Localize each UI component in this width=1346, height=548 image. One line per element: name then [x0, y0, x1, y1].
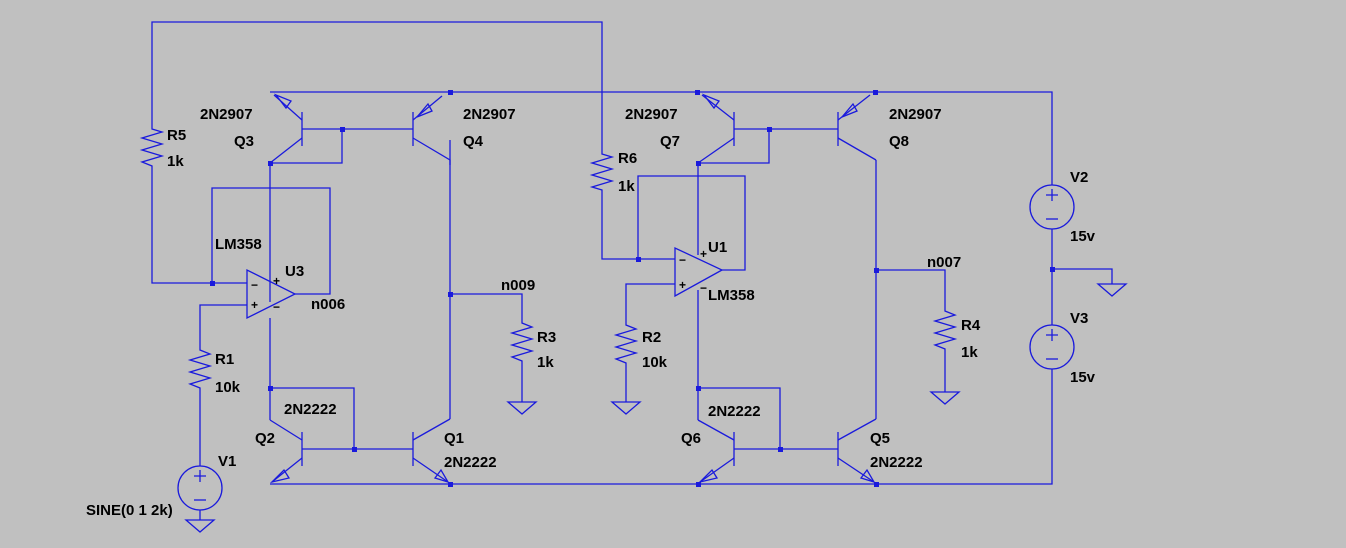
- q8-name-label: Q8: [889, 133, 909, 150]
- u1-plus-sign: +: [679, 278, 686, 292]
- q1-model-label: 2N2222: [444, 454, 497, 471]
- resistor-r4: [932, 306, 958, 362]
- u3-name-label: U3: [285, 263, 304, 280]
- q5-model-label: 2N2222: [870, 454, 923, 471]
- q6-name-label: Q6: [681, 430, 701, 447]
- r1-name-label: R1: [215, 351, 234, 368]
- v1-name-label: V1: [218, 453, 236, 470]
- u3-supply-plus: +: [273, 274, 280, 288]
- u1-model-label: LM358: [708, 287, 755, 304]
- transistor-q5: [837, 418, 877, 484]
- r4-value-label: 1k: [961, 344, 978, 361]
- r1-value-label: 10k: [215, 379, 241, 396]
- r2-value-label: 10k: [642, 354, 668, 371]
- net-label-n009: n009: [501, 277, 535, 294]
- v3-value-label: 15v: [1070, 369, 1096, 386]
- q4-name-label: Q4: [463, 133, 484, 150]
- resistor-r5: [139, 125, 165, 172]
- q4-model-label: 2N2907: [463, 106, 516, 123]
- voltage-source-v2: [1029, 184, 1075, 230]
- q7-name-label: Q7: [660, 133, 680, 150]
- v3-name-label: V3: [1070, 310, 1088, 327]
- transistor-q2: [269, 419, 303, 484]
- transistor-q6: [697, 419, 735, 484]
- transistor-q7: [697, 93, 735, 164]
- transistor-q1: [412, 418, 451, 484]
- r6-name-label: R6: [618, 150, 637, 167]
- resistor-r1: [187, 345, 213, 398]
- transistor-q3: [269, 93, 303, 164]
- transistor-q4: [412, 95, 451, 165]
- transistor-q8: [837, 94, 877, 161]
- u1-minus-sign: −: [679, 253, 686, 267]
- wires: [151, 21, 1113, 485]
- q6-model-label: 2N2222: [708, 403, 761, 420]
- resistor-r6: [589, 150, 615, 194]
- q1-name-label: Q1: [444, 430, 464, 447]
- q5-name-label: Q5: [870, 430, 890, 447]
- q3-model-label: 2N2907: [200, 106, 253, 123]
- u3-minus-sign: −: [251, 278, 258, 292]
- q2-name-label: Q2: [255, 430, 275, 447]
- u1-name-label: U1: [708, 239, 727, 256]
- v2-name-label: V2: [1070, 169, 1088, 186]
- q8-model-label: 2N2907: [889, 106, 942, 123]
- r5-name-label: R5: [167, 127, 186, 144]
- resistor-r3: [509, 318, 535, 372]
- component-labels: 2N2907 Q3 2N2907 Q4 2N2907 Q7 2N2907 Q8 …: [86, 106, 1096, 519]
- u3-supply-minus: −: [273, 300, 280, 314]
- ground-symbols: [184, 283, 1128, 533]
- v1-value-label: SINE(0 1 2k): [86, 502, 173, 519]
- voltage-source-v3: [1029, 324, 1075, 370]
- junctions: [210, 90, 1055, 487]
- u1-supply-plus: +: [700, 247, 707, 261]
- u1-supply-minus: −: [700, 281, 707, 295]
- q2-model-label: 2N2222: [284, 401, 337, 418]
- net-label-n006: n006: [311, 296, 345, 313]
- q7-model-label: 2N2907: [625, 106, 678, 123]
- opamp-u3: − + + −: [246, 268, 297, 320]
- q3-name-label: Q3: [234, 133, 254, 150]
- resistor-r2: [613, 320, 639, 374]
- r5-value-label: 1k: [167, 153, 184, 170]
- u3-model-label: LM358: [215, 236, 262, 253]
- voltage-source-v1: [177, 465, 223, 520]
- r2-name-label: R2: [642, 329, 661, 346]
- r3-name-label: R3: [537, 329, 556, 346]
- r3-value-label: 1k: [537, 354, 554, 371]
- r4-name-label: R4: [961, 317, 981, 334]
- v2-value-label: 15v: [1070, 228, 1096, 245]
- net-label-n007: n007: [927, 254, 961, 271]
- opamp-u1: − + + −: [674, 246, 724, 298]
- u3-plus-sign: +: [251, 298, 258, 312]
- r6-value-label: 1k: [618, 178, 635, 195]
